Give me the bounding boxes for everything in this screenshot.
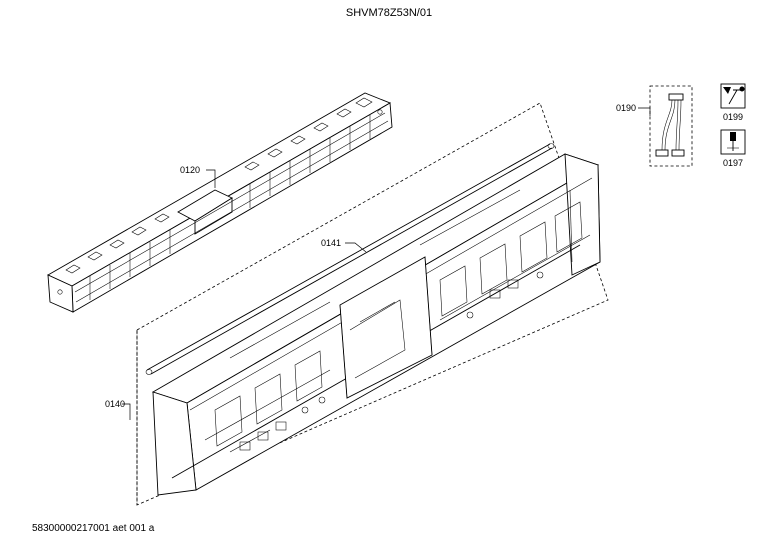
part-0140-fascia-frame[interactable] (151, 153, 601, 496)
callout-0197: 0197 (723, 158, 743, 168)
assembly-boundary (136, 102, 609, 506)
document-footer: 58300000217001 aet 001 a (32, 523, 155, 534)
part-0120-control-module[interactable] (47, 92, 393, 313)
callout-0190: 0190 (616, 103, 636, 113)
leader-0140 (122, 403, 131, 420)
wrench-service-icon (720, 83, 746, 109)
model-title: SHVM78Z53N/01 (346, 7, 432, 19)
callout-0120: 0120 (180, 165, 200, 175)
callout-0199: 0199 (723, 112, 743, 122)
callout-0141: 0141 (321, 238, 341, 248)
screwdriver-tool-icon (720, 129, 746, 155)
leader-0190 (638, 107, 651, 116)
harness-box (649, 85, 693, 167)
leader-0120 (206, 169, 216, 188)
part-0141-strip[interactable] (145, 143, 555, 375)
callout-0140: 0140 (105, 399, 125, 409)
leader-0141 (345, 242, 367, 253)
part-0190-wiring-harness[interactable] (655, 93, 685, 157)
